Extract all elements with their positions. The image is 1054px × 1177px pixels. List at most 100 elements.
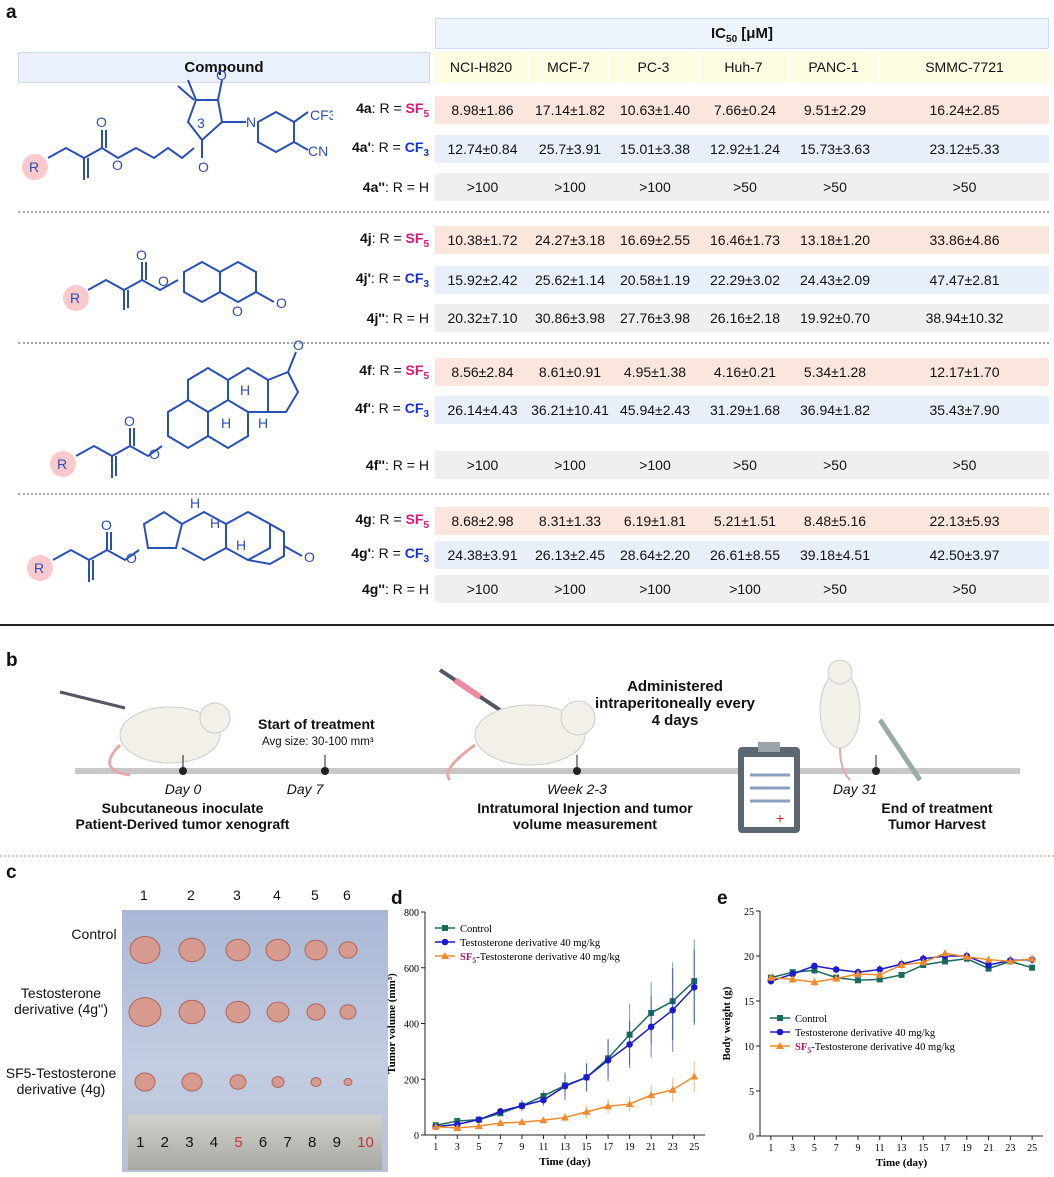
legend-label: SF5-Testosterone derivative 40 mg/kg xyxy=(460,952,621,965)
ic50-value: >50 xyxy=(952,179,977,195)
compound-id: 4f xyxy=(359,362,372,379)
data-point xyxy=(517,1118,526,1126)
data-point xyxy=(1007,957,1014,964)
data-point xyxy=(583,1074,590,1081)
ic50-value: 36.21±10.41 xyxy=(531,402,609,418)
r-group: SF5 xyxy=(405,362,429,382)
data-point xyxy=(920,962,927,968)
ruler-number: 4 xyxy=(209,1134,219,1151)
ic50-value: 17.14±1.82 xyxy=(535,102,605,118)
table-row: 4f'': R = H>100>100>100>50>50>50 xyxy=(330,451,1049,479)
svg-text:H: H xyxy=(236,537,246,553)
compound-id: 4g' xyxy=(351,545,371,562)
x-tick-label: 3 xyxy=(455,1142,460,1153)
data-point xyxy=(833,974,840,981)
ic50-value: 35.43±7.90 xyxy=(929,402,1000,418)
ic50-value: 15.73±3.63 xyxy=(800,141,870,157)
svg-text:O: O xyxy=(126,550,137,566)
x-axis-label: Time (day) xyxy=(876,1157,928,1169)
svg-text:CF3: CF3 xyxy=(310,107,333,123)
svg-text:H: H xyxy=(190,495,200,511)
data-point xyxy=(941,952,949,960)
x-tick-label: 15 xyxy=(918,1143,928,1154)
data-point xyxy=(604,1056,612,1064)
x-tick-label: 17 xyxy=(940,1143,950,1154)
data-point xyxy=(442,925,448,931)
data-point xyxy=(962,952,971,960)
svg-text:O: O xyxy=(293,337,304,353)
ic50-value: >100 xyxy=(554,457,586,473)
compound-id: 4f' xyxy=(355,400,371,417)
row-label-testosterone: Testosterone derivative (4g'') xyxy=(13,985,109,1017)
data-point xyxy=(789,969,796,976)
data-point xyxy=(647,1023,655,1031)
ic50-value: 4.95±1.38 xyxy=(623,364,687,380)
ruler-number: 10 xyxy=(357,1134,374,1151)
x-tick-label: 17 xyxy=(603,1142,613,1153)
svg-text:3: 3 xyxy=(197,115,205,131)
svg-text:H: H xyxy=(258,415,268,431)
data-point xyxy=(647,1091,656,1099)
ic50-unit: [μM] xyxy=(737,25,773,42)
x-tick-label: 21 xyxy=(984,1143,994,1154)
x-tick-label: 15 xyxy=(582,1142,592,1153)
tumor-sample xyxy=(225,938,251,962)
ic50-value: 16.24±2.85 xyxy=(929,102,1000,118)
data-point xyxy=(432,1122,439,1129)
tumor-column-number: 4 xyxy=(273,887,281,903)
ic50-value: 22.29±3.02 xyxy=(710,272,780,288)
data-point xyxy=(875,970,884,978)
data-point xyxy=(919,955,927,962)
data-point xyxy=(767,977,775,985)
data-point xyxy=(540,1092,547,1099)
y-tick-label: 800 xyxy=(404,908,419,919)
ic50-value: >50 xyxy=(952,457,977,473)
data-point xyxy=(811,967,818,974)
timeline-illustrations: + xyxy=(59,660,923,833)
day0-description: Subcutaneous inoculate Patient-Derived t… xyxy=(75,800,290,832)
ic50-value: >100 xyxy=(639,457,671,473)
data-point xyxy=(942,958,949,965)
series-0 xyxy=(432,939,698,1129)
compound-id: 4g'' xyxy=(362,581,386,597)
data-point xyxy=(832,974,841,982)
svg-text:O: O xyxy=(198,159,209,175)
ruler-number: 2 xyxy=(160,1134,170,1151)
r-label: R xyxy=(29,159,39,175)
data-point xyxy=(853,970,862,977)
series-line xyxy=(435,1075,695,1129)
data-point xyxy=(1028,956,1036,963)
tumor-sample xyxy=(338,941,358,959)
svg-text:O: O xyxy=(112,157,123,173)
ic50-value: 8.56±2.84 xyxy=(451,364,514,380)
panel-b-letter: b xyxy=(6,650,18,671)
x-tick-label: 25 xyxy=(689,1142,699,1153)
column-header: NCI-H820 xyxy=(435,52,527,83)
chemical-structures: R O O 3 O O N CF3 CN R O O O O R O O xyxy=(22,67,333,582)
compound-id: 4a' xyxy=(352,139,371,156)
compound-id: 4j xyxy=(360,230,372,247)
y-tick-label: 600 xyxy=(404,964,419,975)
tumor-sample xyxy=(304,939,328,961)
data-point xyxy=(1028,954,1037,962)
ic50-value: 22.13±5.93 xyxy=(929,513,1000,529)
clipboard-icon: + xyxy=(738,742,800,833)
compound-label: 4g'': R = H xyxy=(362,581,429,597)
ic50-value: >100 xyxy=(729,581,761,597)
x-tick-label: 7 xyxy=(834,1143,839,1154)
data-point xyxy=(496,1119,505,1127)
data-point xyxy=(854,968,862,976)
data-point xyxy=(474,1122,483,1130)
data-point xyxy=(789,970,796,978)
ic50-value: 5.34±1.28 xyxy=(803,364,867,380)
ic50-header: IC50 [μM] xyxy=(435,18,1049,49)
svg-text:O: O xyxy=(136,247,147,263)
ic50-value: 24.38±3.91 xyxy=(447,547,518,563)
y-tick-label: 0 xyxy=(749,1132,754,1143)
ic50-value: 30.86±3.98 xyxy=(535,310,605,326)
data-point xyxy=(497,1108,504,1115)
